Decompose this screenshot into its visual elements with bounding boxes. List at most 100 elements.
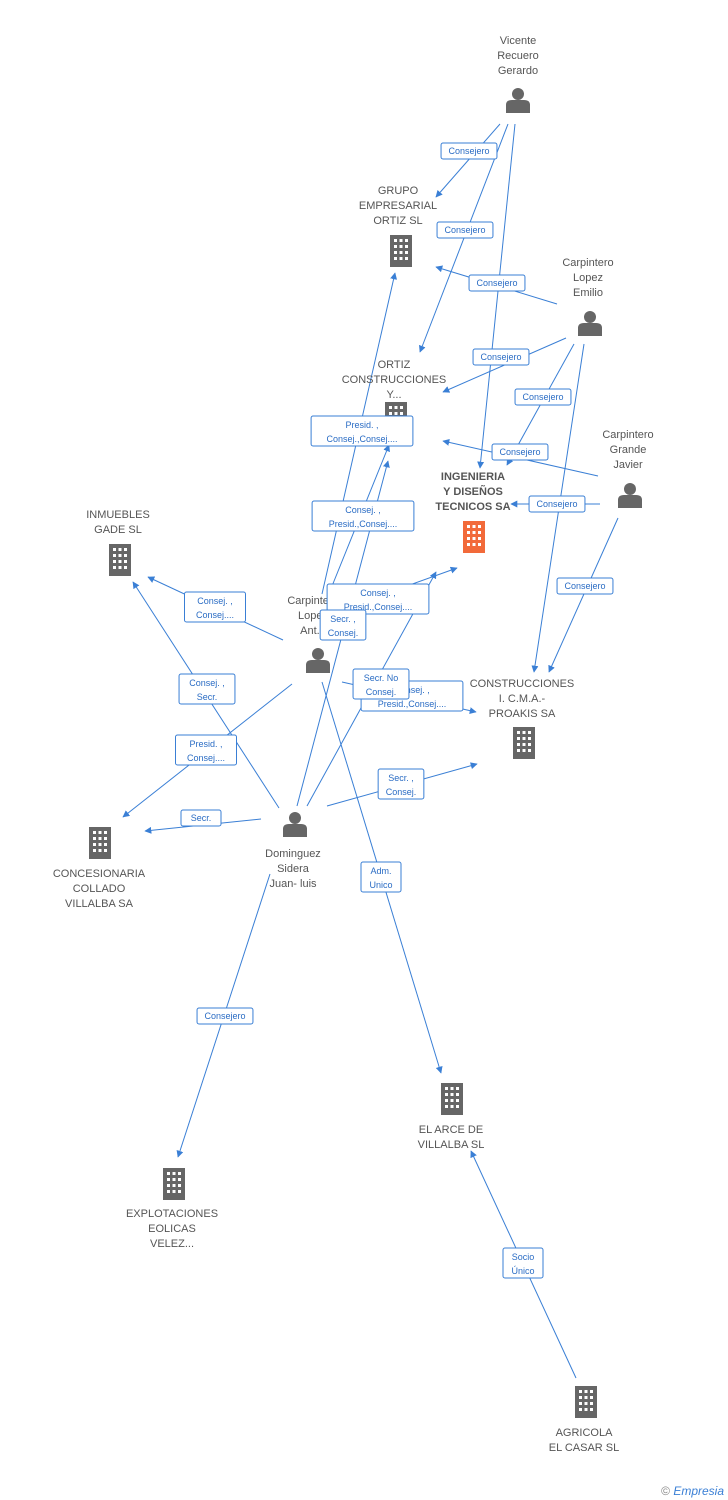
edge-label-antonio-to-ortiz[interactable]: Consej. ,Presid.,Consej.... xyxy=(311,500,415,532)
edge-label-box[interactable] xyxy=(326,583,430,615)
edge-label-antonio-to-arce[interactable]: Adm.Unico xyxy=(360,861,402,893)
company-node-inmuebles[interactable]: INMUEBLES GADE SL xyxy=(86,509,150,576)
node-label[interactable]: Javier xyxy=(613,459,643,471)
person-icon[interactable] xyxy=(283,812,307,837)
edge-label-antonio-to-inmuebles[interactable]: Consej. ,Consej.... xyxy=(184,591,246,623)
edge-label-box[interactable] xyxy=(556,577,614,595)
node-label[interactable]: Juan- luis xyxy=(269,878,317,890)
node-label[interactable]: INGENIERIA xyxy=(441,471,505,483)
node-label[interactable]: GADE SL xyxy=(94,524,142,536)
node-label[interactable]: Y... xyxy=(386,389,401,401)
building-icon[interactable] xyxy=(109,544,131,576)
edge-label-box[interactable] xyxy=(180,809,222,827)
node-label[interactable]: Dominguez xyxy=(265,848,321,860)
building-icon[interactable] xyxy=(441,1083,463,1115)
company-node-grupo[interactable]: GRUPO EMPRESARIAL ORTIZ SL xyxy=(359,185,437,267)
edge-label-antonio-to-grupo[interactable]: Presid. ,Consej.,Consej.... xyxy=(310,415,414,447)
company-node-ortiz[interactable]: ORTIZ CONSTRUCCIONES Y... xyxy=(342,359,447,434)
node-label[interactable]: EL ARCE DE xyxy=(419,1124,483,1136)
edge-label-emilio-to-ingenieria[interactable]: Consejero xyxy=(514,388,572,406)
node-label[interactable]: CONCESIONARIA xyxy=(53,868,146,880)
edge-label-dominguez-to-concesionaria[interactable]: Secr. xyxy=(180,809,222,827)
edge-label-antonio-to-ingenieria[interactable]: Consej. ,Presid.,Consej.... xyxy=(326,583,430,615)
edge-label-box[interactable] xyxy=(184,591,246,623)
node-label[interactable]: I. C.M.A.- xyxy=(499,693,546,705)
edge-label-box[interactable] xyxy=(377,768,425,800)
building-icon[interactable] xyxy=(463,521,485,553)
edge-label-javier-to-cima[interactable]: Consejero xyxy=(556,577,614,595)
building-icon[interactable] xyxy=(575,1386,597,1418)
building-icon[interactable] xyxy=(89,827,111,859)
node-label[interactable]: PROAKIS SA xyxy=(489,708,556,720)
edge-label-box[interactable] xyxy=(319,609,367,641)
person-icon[interactable] xyxy=(306,648,330,673)
person-icon[interactable] xyxy=(578,311,602,336)
edge-label-box[interactable] xyxy=(472,348,530,366)
building-icon[interactable] xyxy=(513,727,535,759)
node-label[interactable]: EXPLOTACIONES xyxy=(126,1208,218,1220)
node-label[interactable]: CONSTRUCCIONES xyxy=(470,678,575,690)
node-label[interactable]: ORTIZ SL xyxy=(373,215,422,227)
company-node-agricola[interactable]: AGRICOLA EL CASAR SL xyxy=(549,1386,620,1454)
node-label[interactable]: Carpintero xyxy=(602,429,653,441)
node-label[interactable]: COLLADO xyxy=(73,883,126,895)
node-label[interactable]: EMPRESARIAL xyxy=(359,200,437,212)
node-label[interactable]: AGRICOLA xyxy=(556,1427,614,1439)
node-label[interactable]: ORTIZ xyxy=(378,359,411,371)
edge-label-box[interactable] xyxy=(360,861,402,893)
node-label[interactable]: VELEZ... xyxy=(150,1238,194,1250)
edge-label-box[interactable] xyxy=(311,500,415,532)
node-label[interactable]: Vicente xyxy=(500,35,537,47)
edge-label-box[interactable] xyxy=(491,443,549,461)
edge-label-antonio-to-concesionaria[interactable]: Presid. ,Consej.... xyxy=(175,734,237,766)
edge-label-box[interactable] xyxy=(196,1007,254,1025)
company-node-concesionaria[interactable]: CONCESIONARIA COLLADO VILLALBA SA xyxy=(53,827,146,910)
edge-label-dominguez-to-cima[interactable]: Secr. ,Consej. xyxy=(377,768,425,800)
node-label[interactable]: EOLICAS xyxy=(148,1223,196,1235)
node-label[interactable]: TECNICOS SA xyxy=(435,501,510,513)
edge-label-box[interactable] xyxy=(310,415,414,447)
node-label[interactable]: EL CASAR SL xyxy=(549,1442,620,1454)
edge-label-dominguez-to-explotaciones[interactable]: Consejero xyxy=(196,1007,254,1025)
edge-label-vicente-to-ortiz[interactable]: Consejero xyxy=(436,221,494,239)
edge-label-javier-to-ingenieria[interactable]: Consejero xyxy=(528,495,586,513)
edge-label-box[interactable] xyxy=(175,734,237,766)
company-node-ingenieria[interactable]: INGENIERIA Y DISEÑOS TECNICOS SA xyxy=(435,471,511,553)
person-icon[interactable] xyxy=(618,483,642,508)
edge-label-box[interactable] xyxy=(352,668,410,700)
edge-label-box[interactable] xyxy=(468,274,526,292)
edge-label-emilio-to-ortiz[interactable]: Consejero xyxy=(472,348,530,366)
node-label[interactable]: Emilio xyxy=(573,287,603,299)
node-label[interactable]: Y DISEÑOS xyxy=(443,485,503,498)
node-label[interactable]: VILLALBA SL xyxy=(418,1139,485,1151)
edge-label-javier-to-ortiz[interactable]: Consejero xyxy=(491,443,549,461)
brand-logo[interactable]: Empresia xyxy=(673,1484,724,1498)
node-label[interactable]: CONSTRUCCIONES xyxy=(342,374,447,386)
person-icon[interactable] xyxy=(506,88,530,113)
edge-label-box[interactable] xyxy=(440,142,498,160)
node-label[interactable]: Carpintero xyxy=(562,257,613,269)
node-label[interactable]: Grande xyxy=(610,444,647,456)
edge-label-box[interactable] xyxy=(178,673,236,705)
node-label[interactable]: GRUPO xyxy=(378,185,419,197)
edge-label-dominguez-to-inmuebles[interactable]: Consej. ,Secr. xyxy=(178,673,236,705)
company-node-explotaciones[interactable]: EXPLOTACIONES EOLICAS VELEZ... xyxy=(126,1168,218,1250)
edge-label-box[interactable] xyxy=(514,388,572,406)
node-label[interactable]: Carpintero xyxy=(287,595,338,607)
node-label[interactable]: Gerardo xyxy=(498,65,538,77)
node-label[interactable]: Ant... xyxy=(300,625,326,637)
edge-label-box[interactable] xyxy=(502,1247,544,1279)
building-icon[interactable] xyxy=(390,235,412,267)
company-node-cima[interactable]: CONSTRUCCIONES I. C.M.A.- PROAKIS SA xyxy=(470,678,575,759)
node-label[interactable]: VILLALBA SA xyxy=(65,898,134,910)
building-icon[interactable] xyxy=(163,1168,185,1200)
edge-label-dominguez-to-ortiz[interactable]: Secr. ,Consej. xyxy=(319,609,367,641)
company-node-arce[interactable]: EL ARCE DE VILLALBA SL xyxy=(418,1083,485,1151)
node-label[interactable]: Sidera xyxy=(277,863,310,875)
edge-label-box[interactable] xyxy=(436,221,494,239)
node-label[interactable]: INMUEBLES xyxy=(86,509,150,521)
